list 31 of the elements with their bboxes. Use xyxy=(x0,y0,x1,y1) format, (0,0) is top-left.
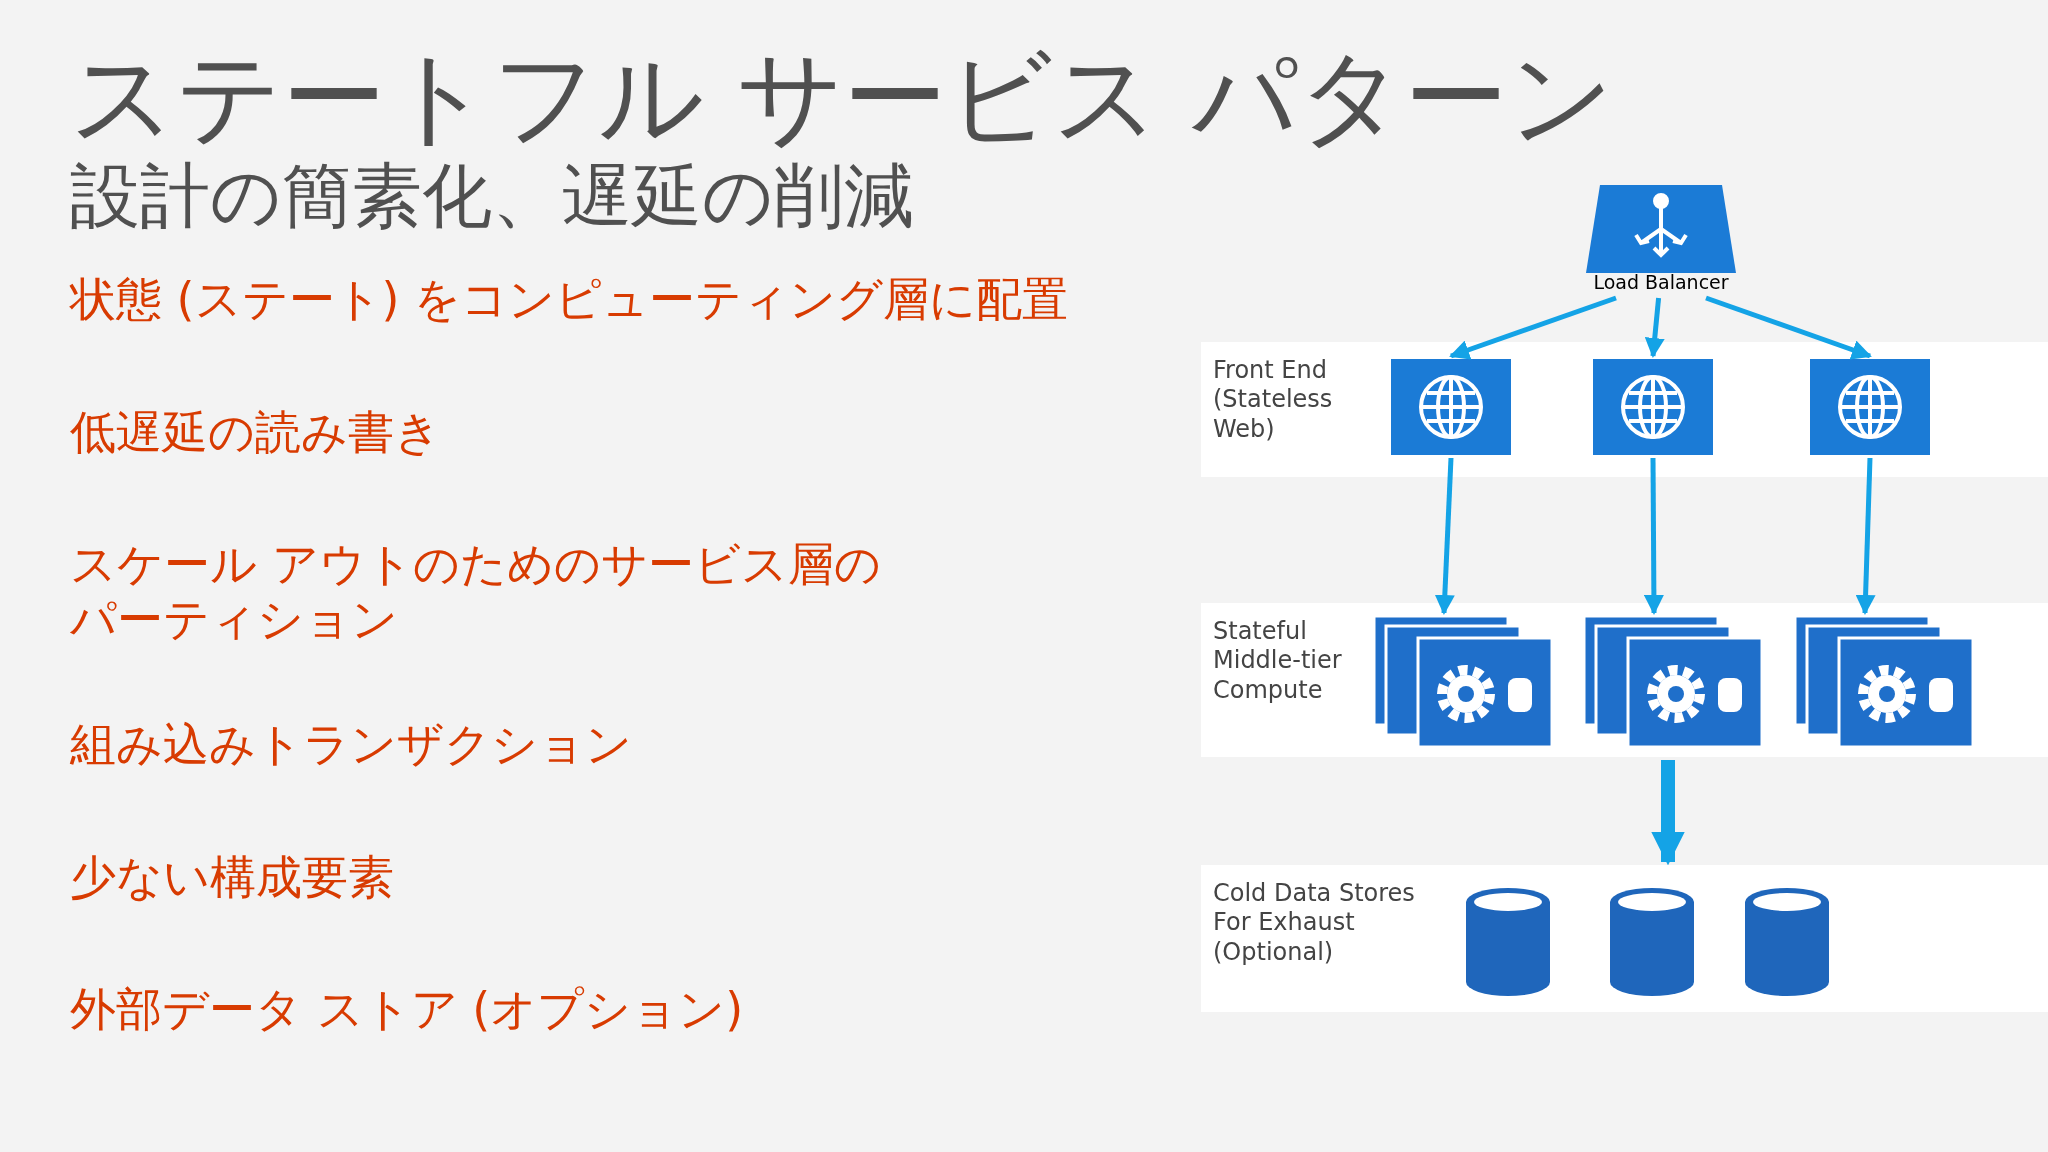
bullet-text: スケール アウトのためのサービス層のパーティション xyxy=(70,537,882,648)
gear-tile-stack xyxy=(1795,616,1973,747)
database-cylinder xyxy=(1608,886,1696,998)
gear-tile-stack xyxy=(1374,616,1552,747)
arrow xyxy=(1449,295,1617,360)
bullet-text: 少ない構成要素 xyxy=(70,850,395,906)
arrow xyxy=(1643,458,1664,615)
globe-tile xyxy=(1391,359,1511,455)
tier-label: Cold Data Stores For Exhaust (Optional) xyxy=(1213,879,1416,967)
globe-tile xyxy=(1593,359,1713,455)
bullet-text: 外部データ ストア (オプション) xyxy=(70,982,745,1038)
bullet-text: 組み込みトランザクション xyxy=(70,717,633,773)
title: ステートフル サービス パターン xyxy=(70,40,1615,155)
bullet-text: 低遅延の読み書き xyxy=(70,405,442,461)
icon-label: Load Balancer xyxy=(1592,271,1730,293)
gear-tile-stack xyxy=(1584,616,1762,747)
subtitle: 設計の簡素化、遅延の削減 xyxy=(70,158,914,235)
database-cylinder xyxy=(1743,886,1831,998)
tier-band xyxy=(1201,603,2048,757)
tier-band xyxy=(1201,865,2048,1012)
tier-band xyxy=(1201,342,2048,477)
bullet-text: 状態 (ステート) をコンピューティング層に配置 xyxy=(70,272,1070,328)
arrow xyxy=(1434,457,1455,615)
tier-label: Front End (Stateless Web) xyxy=(1213,356,1334,444)
arrow xyxy=(1855,457,1876,615)
tier-label: Stateful Middle-tier Compute xyxy=(1213,617,1343,705)
arrow xyxy=(1705,295,1872,360)
globe-tile xyxy=(1810,359,1930,455)
database-cylinder xyxy=(1464,886,1552,998)
arrow xyxy=(1651,760,1685,866)
arrow xyxy=(1644,297,1665,358)
